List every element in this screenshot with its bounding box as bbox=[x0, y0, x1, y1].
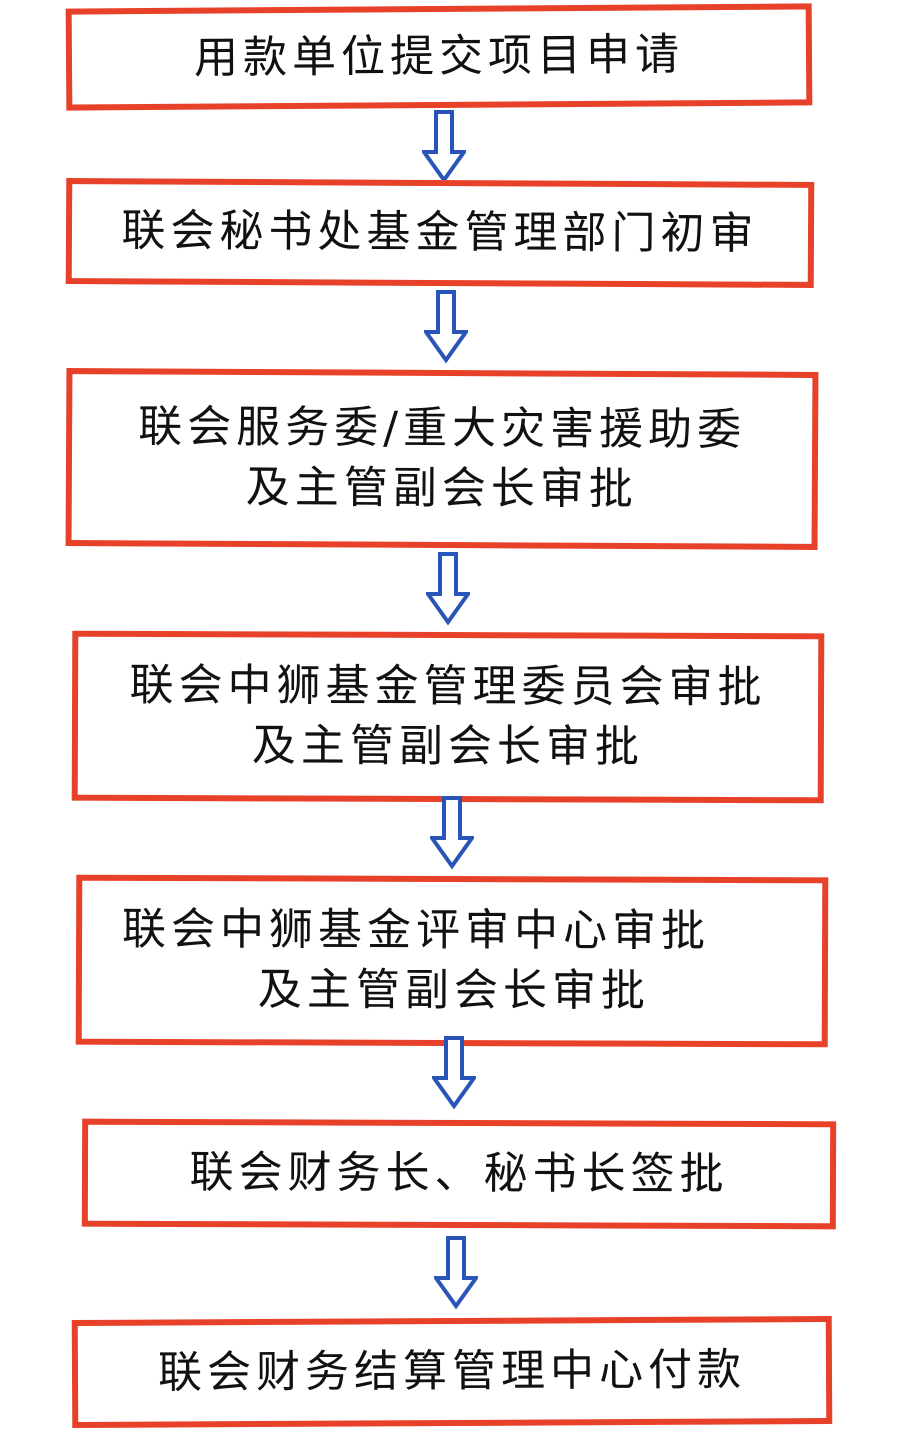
step-7-text: 联会财务结算管理中心付款 bbox=[157, 1344, 747, 1399]
step-box-5: 联会中狮基金评审中心审批 及主管副会长审批 bbox=[75, 874, 829, 1048]
step-box-1: 用款单位提交项目申请 bbox=[65, 3, 813, 111]
step-2-text: 联会秘书处基金管理部门初审 bbox=[121, 205, 759, 260]
step-1-text: 用款单位提交项目申请 bbox=[193, 29, 685, 84]
step-box-6: 联会财务长、秘书长签批 bbox=[81, 1118, 837, 1230]
step-3-text-line-1: 联会服务委/重大灾害援助委 bbox=[138, 401, 747, 456]
down-arrow-icon bbox=[432, 1036, 476, 1110]
step-box-2: 联会秘书处基金管理部门初审 bbox=[65, 178, 815, 288]
step-5-text-line-2: 及主管副会长审批 bbox=[257, 964, 650, 1017]
step-4-text-line-1: 联会中狮基金管理委员会审批 bbox=[129, 659, 767, 714]
down-arrow-icon bbox=[424, 290, 468, 364]
step-box-4: 联会中狮基金管理委员会审批 及主管副会长审批 bbox=[71, 630, 825, 804]
down-arrow-icon bbox=[434, 1236, 478, 1310]
down-arrow-icon bbox=[430, 796, 474, 870]
step-box-7: 联会财务结算管理中心付款 bbox=[71, 1316, 833, 1428]
down-arrow-icon bbox=[422, 110, 466, 184]
step-6-text: 联会财务长、秘书长签批 bbox=[189, 1147, 729, 1200]
down-arrow-icon bbox=[426, 552, 470, 626]
step-4-text-line-2: 及主管副会长审批 bbox=[251, 720, 644, 773]
step-box-3: 联会服务委/重大灾害援助委 及主管副会长审批 bbox=[65, 368, 819, 550]
step-3-text-line-2: 及主管副会长审批 bbox=[245, 461, 638, 516]
step-5-text-line-1: 联会中狮基金评审中心审批 bbox=[122, 903, 711, 957]
